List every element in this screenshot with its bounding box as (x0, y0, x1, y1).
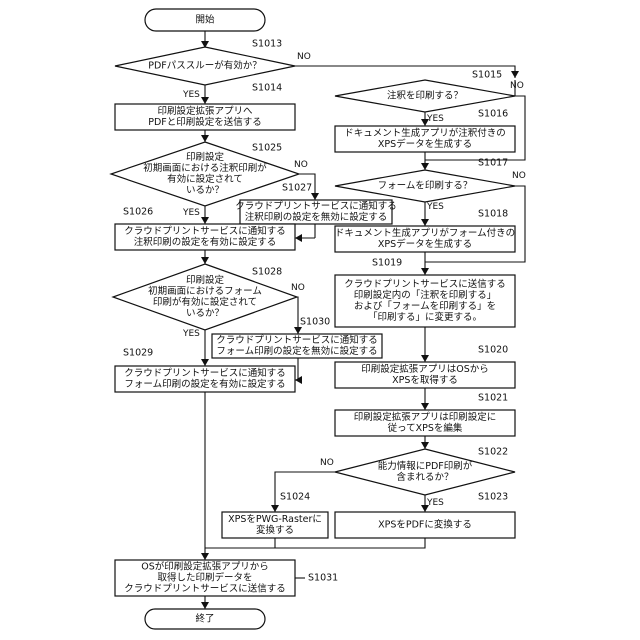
no-label-s1025: NO (294, 160, 308, 170)
process-text-s1019-line-3: および「フォームを印刷する」を (354, 300, 496, 312)
process-text-s1029-line-2: フォーム印刷の設定を有効に設定する (124, 378, 285, 390)
process-text-s1031-line-2: 取得した印刷データを (157, 572, 252, 584)
process-text-s1026-line-1: クラウドプリントサービスに通知する (124, 225, 286, 237)
process-text-s1030-line-1: クラウドプリントサービスに通知する (216, 334, 378, 346)
step-label-s1025: S1025 (252, 143, 282, 154)
decision-text-s1028-line-4: いるか？ (186, 308, 224, 319)
step-label-s1027: S1027 (282, 183, 312, 194)
connector-s1017-yes-arrowhead (421, 219, 429, 226)
process-text-s1020-line-1: 印刷設定拡張アプリはOSから (361, 363, 489, 375)
start-label: 開始 (195, 14, 215, 26)
connector-s1026-s1028-arrowhead (201, 257, 209, 264)
step-label-s1013: S1013 (252, 39, 282, 50)
step-label-s1016: S1016 (478, 109, 508, 120)
yes-label-s1015: YES (426, 114, 444, 124)
process-text-s1023-line-1: XPSをPDFに変換する (378, 519, 472, 531)
decision-text-s1028-line-3: 印刷が有効に設定されて (153, 296, 257, 308)
decision-text-s1028-line-2: 初期画面におけるフォーム (148, 285, 262, 297)
process-text-s1027-line-1: クラウドプリントサービスに通知する (235, 200, 397, 212)
end-label: 終了 (195, 613, 214, 625)
connector-s1028-yes-arrowhead (201, 359, 209, 366)
connector-s1021-s1022-arrowhead (421, 442, 429, 449)
yes-label-s1025: YES (182, 208, 200, 218)
connector-s1029-s1031-arrowhead (201, 553, 209, 560)
process-text-s1016-line-1: ドキュメント生成アプリが注釈付きの (344, 127, 506, 139)
step-label-s1028: S1028 (252, 267, 282, 278)
connector-s1019-s1020-arrowhead (421, 355, 429, 362)
no-label-s1013: NO (297, 52, 311, 62)
yes-label-s1013: YES (182, 90, 200, 100)
process-text-s1026-line-2: 注釈印刷の設定を有効に設定する (134, 236, 277, 248)
no-label-s1017: NO (512, 171, 526, 181)
step-label-s1031: S1031 (308, 573, 338, 584)
step-label-s1021: S1021 (478, 393, 508, 404)
process-text-s1018-line-2: XPSデータを生成する (378, 238, 472, 250)
process-text-s1030-line-2: フォーム印刷の設定を無効に設定する (216, 345, 377, 357)
process-text-s1019-line-2: 印刷設定内の「注釈を印刷する」 (354, 289, 497, 301)
step-label-s1029: S1029 (123, 348, 153, 359)
step-label-s1018: S1018 (478, 209, 508, 220)
no-label-s1022: NO (320, 458, 334, 468)
connector-s1025-no-arrowhead (311, 193, 319, 200)
connector-s1025-yes-arrowhead (201, 217, 209, 224)
process-text-s1014-line-2: PDFと印刷設定を送信する (148, 116, 262, 128)
decision-text-s1015-line-1: 注釈を印刷する？ (387, 90, 463, 102)
connector-s1014-s1025-arrowhead (201, 135, 209, 142)
process-text-s1020-line-2: XPSを取得する (392, 374, 458, 386)
step-label-s1023: S1023 (478, 492, 508, 503)
process-text-s1024-line-1: XPSをPWG-Rasterに (228, 514, 322, 525)
process-text-s1029-line-1: クラウドプリントサービスに通知する (124, 367, 286, 379)
step-label-s1022: S1022 (478, 447, 508, 458)
process-text-s1014-line-1: 印刷設定拡張アプリへ (157, 105, 253, 117)
connector-s1031-end-arrowhead (201, 602, 209, 609)
step-label-s1024: S1024 (280, 492, 310, 503)
step-label-s1020: S1020 (478, 345, 508, 356)
process-text-s1027-line-2: 注釈印刷の設定を無効に設定する (245, 211, 388, 223)
process-text-s1021-line-2: 従ってXPSを編集 (388, 422, 463, 434)
connector-s1013-no-arrowhead (511, 71, 519, 78)
process-text-s1031-line-3: クラウドプリントサービスに送信する (124, 583, 286, 595)
decision-text-s1022-line-1: 能力情報にPDF印刷が (378, 460, 473, 472)
decision-text-s1025-line-4: いるか？ (186, 185, 224, 196)
process-text-s1016-line-2: XPSデータを生成する (378, 138, 472, 150)
process-text-s1021-line-1: 印刷設定拡張アプリは印刷設定に (354, 411, 497, 423)
connector-s1023-merge (205, 538, 425, 548)
step-label-s1014: S1014 (252, 83, 282, 94)
connector-s1028-no-arrowhead (294, 327, 302, 334)
step-label-s1019: S1019 (372, 258, 402, 269)
yes-label-s1017: YES (426, 202, 444, 212)
decision-text-s1013-line-1: PDFパススルーが有効か？ (148, 60, 262, 72)
decision-text-s1017-line-1: フォームを印刷する？ (378, 180, 473, 192)
decision-text-s1028-line-1: 印刷設定 (186, 274, 225, 286)
step-label-s1030: S1030 (300, 317, 330, 328)
yes-label-s1022: YES (426, 498, 444, 508)
process-text-s1019-line-1: クラウドプリントサービスに送信する (344, 278, 506, 290)
process-text-s1019-line-4: 「印刷する」に変更する。 (368, 311, 482, 323)
decision-text-s1025-line-3: 有効に設定されて (167, 173, 243, 185)
no-label-s1015: NO (510, 81, 524, 91)
connector-s1016-s1017-arrowhead (421, 163, 429, 170)
connector-s1022-no-arrowhead (271, 505, 279, 512)
connector-s1013-yes-arrowhead (201, 97, 209, 104)
connector-s1020-s1021-arrowhead (421, 403, 429, 410)
process-text-s1018-line-1: ドキュメント生成アプリがフォーム付きの (335, 227, 515, 239)
decision-text-s1025-line-1: 印刷設定 (186, 151, 225, 163)
process-text-s1031-line-1: OSが印刷設定拡張アプリから (141, 561, 269, 573)
step-label-s1015: S1015 (472, 70, 502, 81)
step-label-s1026: S1026 (123, 207, 153, 218)
yes-label-s1028: YES (182, 329, 200, 339)
decision-text-s1025-line-2: 初期画面における注釈印刷が (143, 162, 267, 174)
process-text-s1024-line-2: 変換する (256, 524, 294, 536)
step-label-s1017: S1017 (478, 158, 508, 169)
connector-s1018-s1019-arrowhead (421, 268, 429, 275)
decision-text-s1022-line-2: 含まれるか？ (396, 471, 453, 483)
no-label-s1028: NO (291, 283, 305, 293)
